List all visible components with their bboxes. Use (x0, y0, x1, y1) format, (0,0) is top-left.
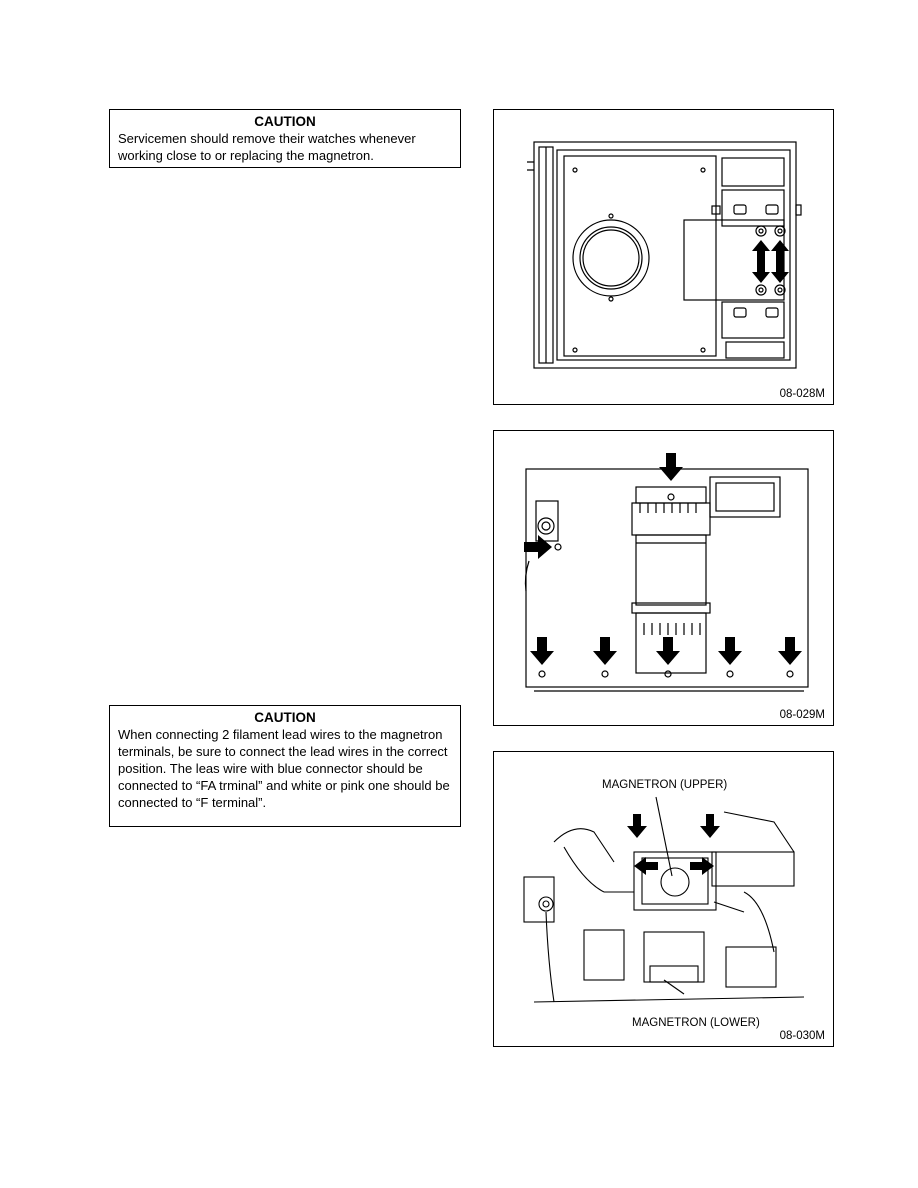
figure-back-panel: 08-028M (493, 109, 834, 405)
figure-magnetron-removal: MAGNETRON (UPPER) MAGNETRON (LOWER) 08-0… (493, 751, 834, 1047)
caution-heading: CAUTION (254, 710, 316, 725)
figure-code: 08-030M (779, 1030, 825, 1042)
caution-text: Servicemen should remove their watches w… (118, 131, 416, 163)
figure-code: 08-029M (779, 709, 825, 721)
magnetron-removal-illustration (523, 796, 805, 1003)
caution-box-watches: CAUTION Servicemen should remove their w… (109, 109, 461, 168)
figure-code: 08-028M (779, 388, 825, 400)
caution-heading: CAUTION (254, 114, 316, 129)
caution-text: When connecting 2 filament lead wires to… (118, 727, 450, 810)
magnetron-lower-label: MAGNETRON (LOWER) (632, 1017, 760, 1029)
caution-box-filament-wires: CAUTION When connecting 2 filament lead … (109, 705, 461, 827)
magnetron-upper-label: MAGNETRON (UPPER) (602, 779, 728, 791)
figure-magnetron-plate: 08-029M (493, 430, 834, 726)
back-panel-illustration (527, 141, 802, 369)
magnetron-plate-illustration (524, 453, 809, 692)
